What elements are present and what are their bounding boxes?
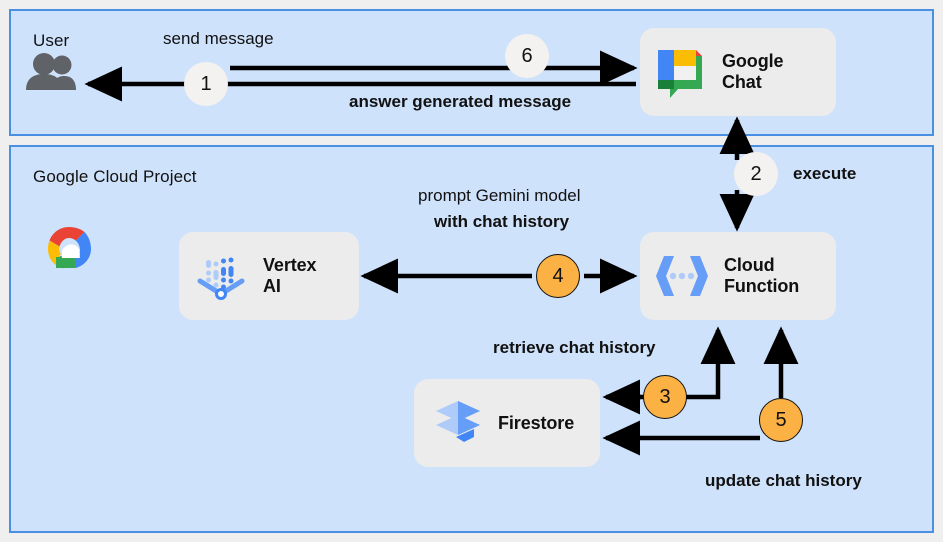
- step-badge-2: 2: [734, 152, 778, 196]
- edge-label-prompt-gemini-model: prompt Gemini model: [418, 186, 581, 205]
- google-cloud-icon: [35, 221, 103, 276]
- vertex-ai-icon: [193, 248, 249, 304]
- node-google-chat-label-line2: Chat: [722, 72, 762, 92]
- step-badge-4: 4: [536, 254, 580, 298]
- edge-label-send-message: send message: [163, 29, 274, 48]
- google-chat-icon: [652, 44, 708, 100]
- edge-label-answer-generated-message: answer generated message: [349, 92, 572, 111]
- step-badge-6: 6: [505, 34, 549, 78]
- node-cloud-function-label-line1: Cloud: [724, 255, 775, 275]
- users-icon: [24, 52, 78, 92]
- node-google-chat[interactable]: Google Chat: [640, 28, 836, 116]
- node-google-chat-label-line1: Google: [722, 51, 784, 71]
- edge-label-retrieve-chat-history: retrieve chat history: [493, 338, 656, 357]
- step-badge-3: 3: [643, 375, 687, 419]
- node-vertex-ai-label: Vertex AI: [263, 255, 317, 297]
- firestore-icon: [430, 395, 486, 451]
- edge-label-with-chat-history: with chat history: [434, 212, 570, 231]
- node-firestore-label: Firestore: [498, 412, 575, 433]
- node-cloud-function[interactable]: Cloud Function: [640, 232, 836, 320]
- step-badge-1: 1: [184, 62, 228, 106]
- panel-google-cloud-project-label: Google Cloud Project: [33, 167, 197, 186]
- node-google-chat-label: Google Chat: [722, 51, 784, 93]
- node-vertex-ai-label-line1: Vertex: [263, 255, 317, 275]
- node-firestore[interactable]: Firestore: [414, 379, 600, 467]
- node-cloud-function-label-line2: Function: [724, 276, 800, 296]
- node-cloud-function-label: Cloud Function: [724, 255, 799, 297]
- edge-label-update-chat-history: update chat history: [705, 471, 862, 490]
- node-vertex-ai-label-line2: AI: [263, 276, 281, 296]
- edge-label-execute: execute: [793, 164, 857, 183]
- node-vertex-ai[interactable]: Vertex AI: [179, 232, 359, 320]
- cloud-function-icon: [650, 248, 714, 304]
- panel-user-label: User: [33, 31, 70, 50]
- step-badge-5: 5: [759, 398, 803, 442]
